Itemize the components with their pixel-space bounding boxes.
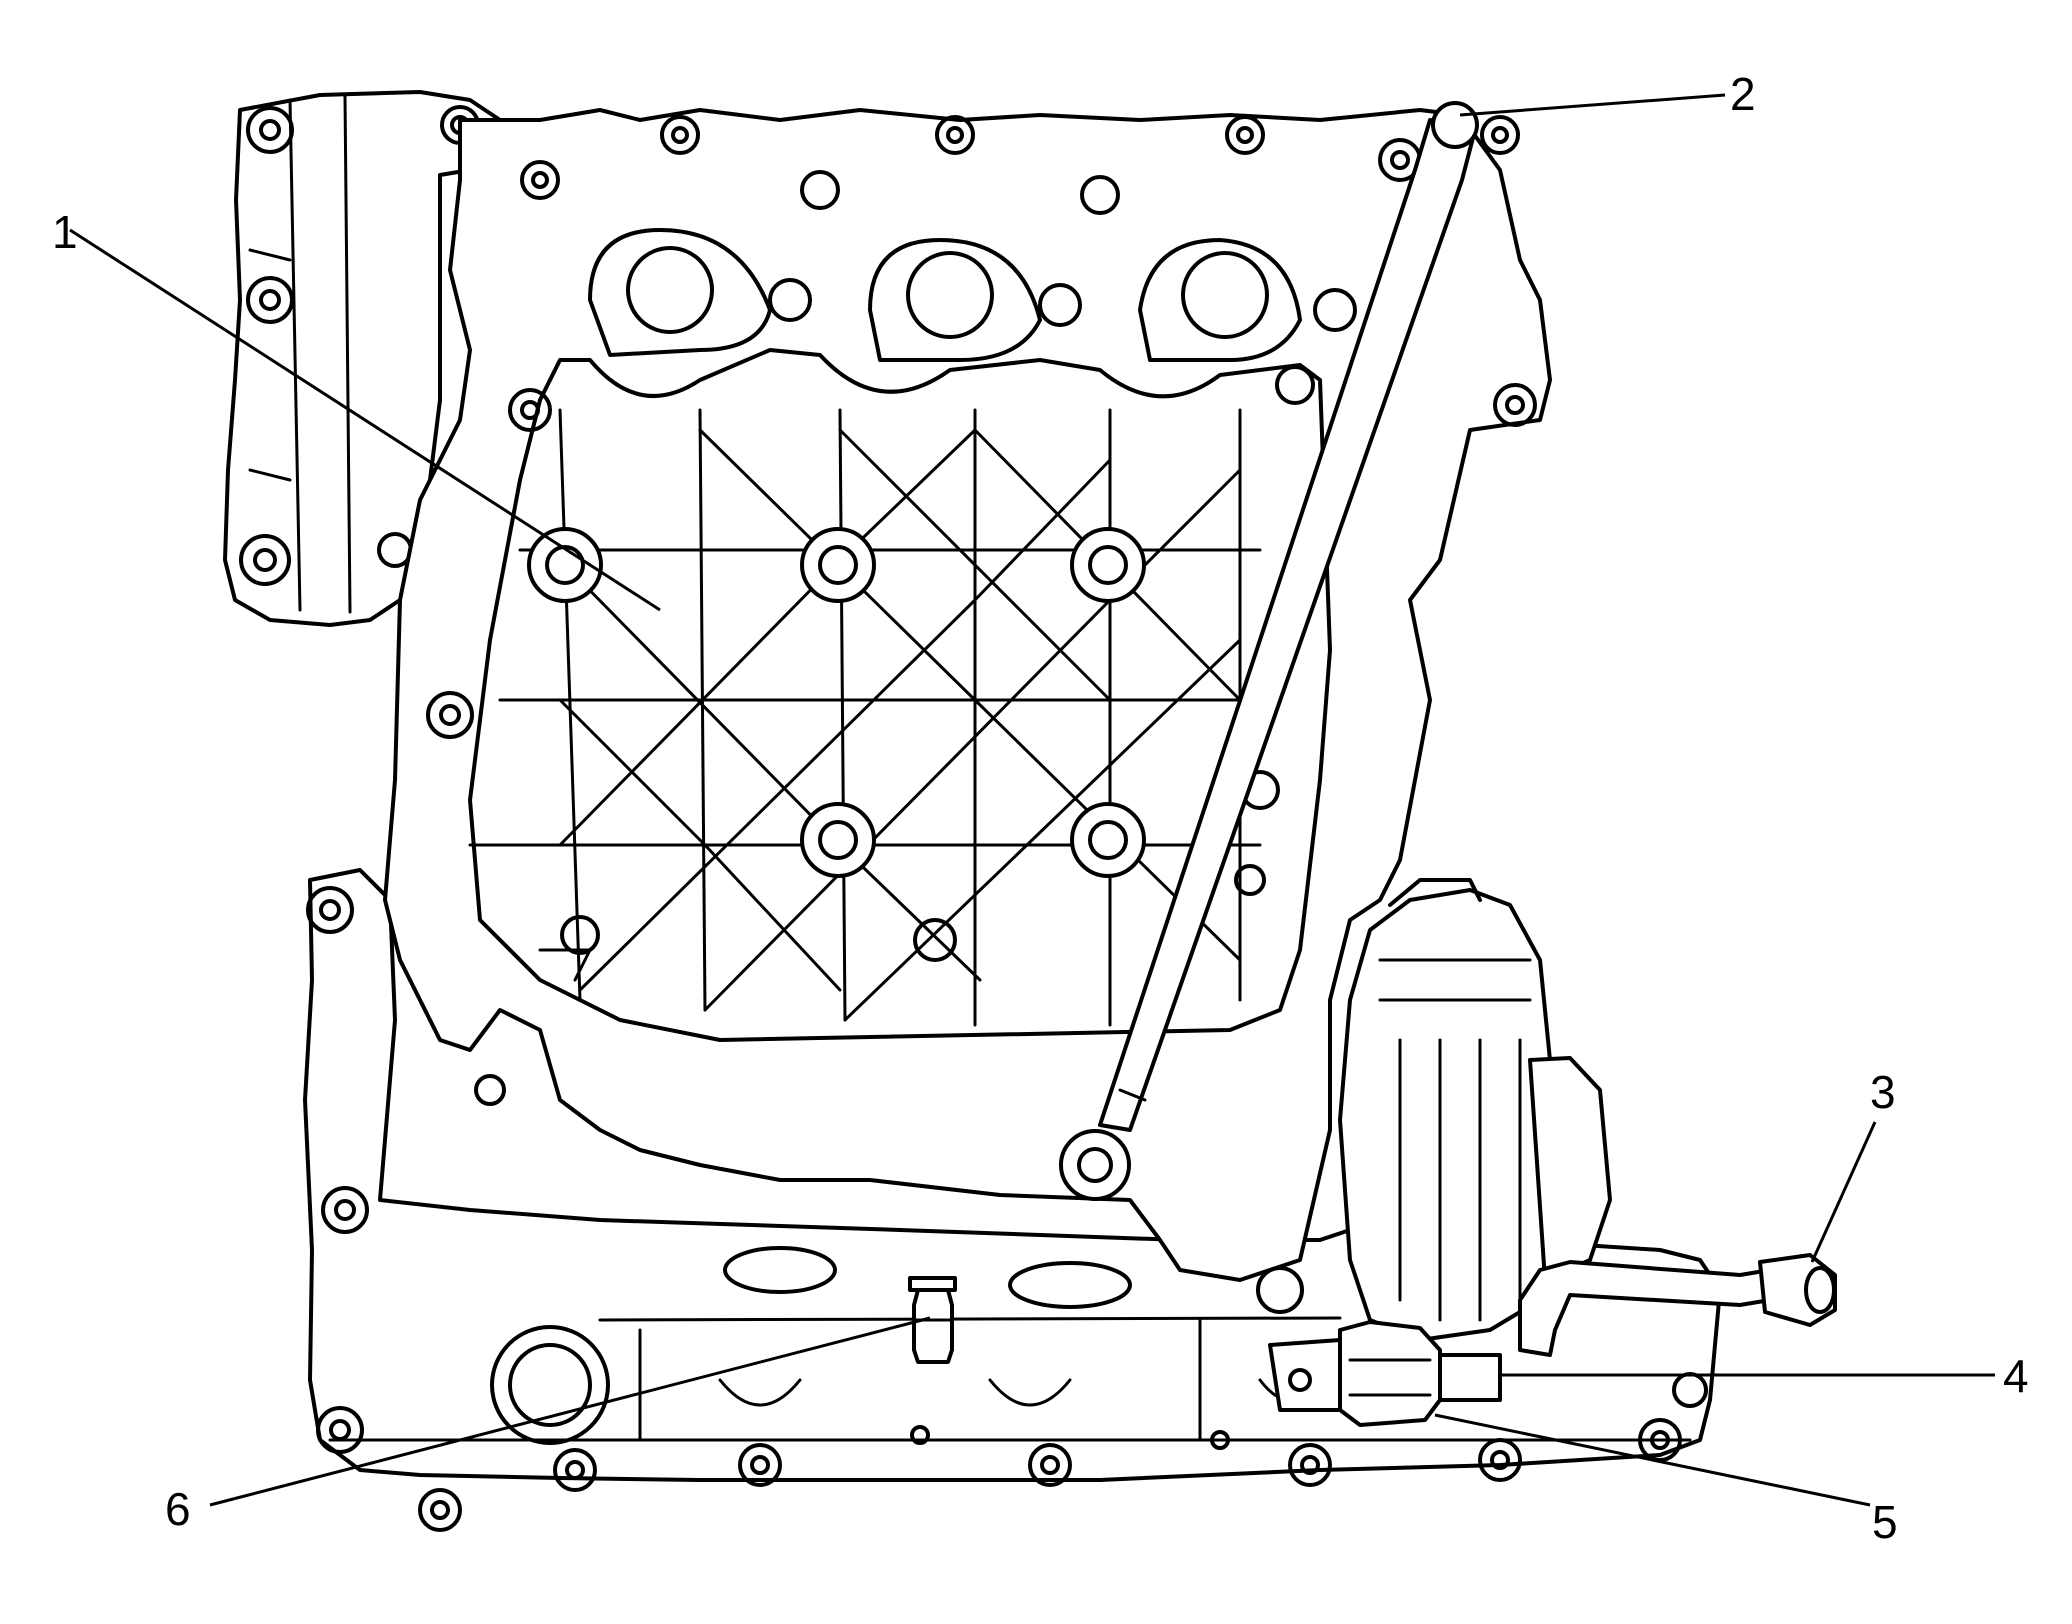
callout-3: 3 [1870,1066,1896,1118]
callout-5: 5 [1872,1496,1898,1548]
breather-tube [1059,101,1479,1201]
purge-solenoid [1268,1320,1502,1427]
leader-5 [1434,1413,1871,1507]
callout-6: 6 [165,1483,191,1535]
leader-lines [69,93,1995,1507]
leader-6 [209,1316,931,1507]
callout-4: 4 [2003,1350,2029,1402]
throttle-body [1256,878,1612,1342]
callout-labels: 1 2 3 4 5 6 [52,68,2029,1548]
callout-2: 2 [1730,68,1756,120]
evap-hose [1518,1253,1837,1357]
callout-1: 1 [52,206,78,258]
leader-2 [1459,93,1726,117]
left-rocker-cover [223,90,532,627]
upper-intake-manifold [383,108,1552,1282]
leader-3 [1810,1121,1877,1263]
manifold-rib-lattice [468,408,1282,1027]
leader-1 [69,228,661,612]
